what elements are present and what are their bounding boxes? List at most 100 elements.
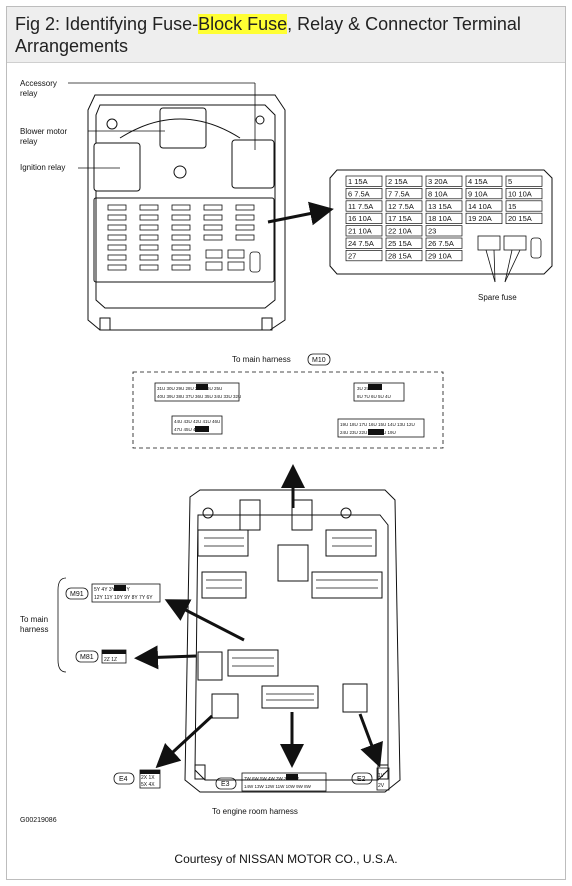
fuse-cell-label: 17 15A (388, 214, 412, 223)
fuse-cell (425, 212, 463, 224)
accessory-relay-label-2: relay (20, 89, 37, 98)
m10-b-row2: 8U 7U 6U 5U 4U (357, 394, 391, 399)
to-main-harness-top-label: To main harness (232, 355, 291, 364)
fuse-cell-label: 21 10A (348, 227, 372, 236)
fuse-cell-label: 14 10A (468, 202, 492, 211)
fuse-cell (505, 175, 543, 187)
fuse-block-lower (184, 489, 401, 793)
fuse-cell (425, 237, 463, 249)
accessory-relay (231, 139, 275, 189)
figure-header: Fig 2: Identifying Fuse-Block Fuse, Rela… (7, 7, 565, 63)
connector-panel-m10: 31U 30U 29U 28U 27U 26U 25U 40U 39U 38U … (132, 371, 444, 449)
fuse-cell-label: 22 10A (388, 227, 412, 236)
m91-row2: 12Y 11Y 10Y 9Y 8Y 7Y 6Y (94, 595, 153, 601)
fuse-cell-label: 8 10A (428, 189, 448, 198)
fuse-cell-label: 11 7.5A (348, 202, 373, 211)
to-main-harness-left-2: harness (20, 625, 48, 634)
m10-d-row2: 24U 23U 22U 21U 20U 19U (340, 430, 396, 435)
m81-pins: 2Z 1Z (104, 657, 117, 663)
blower-motor-relay-label-2: relay (20, 137, 37, 146)
fuse-cell (385, 188, 423, 200)
fuse-cell (385, 237, 423, 249)
fuse-cell (505, 188, 543, 200)
fuse-cell (385, 225, 423, 237)
arrow-to-e2 (358, 713, 383, 768)
m10-a-row1: 31U 30U 29U 28U 27U 26U 25U (157, 386, 222, 391)
figure-frame: Fig 2: Identifying Fuse-Block Fuse, Rela… (6, 6, 566, 880)
arrow-to-fuse-table (267, 201, 334, 226)
to-main-harness-left-1: To main (20, 615, 48, 624)
m10-d-row1: 19U 18U 17U 16U 15U 14U 13U 12U (340, 422, 415, 427)
e3-row2: 14W 13W 12W 11W 10W 9W 8W (244, 784, 312, 789)
arrow-to-m81 (134, 645, 197, 670)
fuse-cell (425, 200, 463, 212)
ignition-relay-label: Ignition relay (20, 163, 65, 172)
fuse-cell-label: 7 7.5A (388, 189, 410, 198)
fuse-cell (425, 225, 463, 237)
m10-a-row2: 40U 39U 38U 37U 36U 35U 34U 33U 32U (157, 394, 241, 399)
fuse-grid-upper (107, 204, 261, 273)
m81-label: M81 (80, 654, 94, 661)
e4-row2: 5X 4X (141, 782, 155, 788)
fuse-cell-label: 27 (348, 251, 356, 260)
fuse-cell-label: 4 15A (468, 177, 488, 186)
fuse-cell-label: 20 15A (508, 214, 532, 223)
fuse-cell-label: 3 20A (428, 177, 448, 186)
fuse-cell-label: 12 7.5A (388, 202, 414, 211)
accessory-relay-label-1: Accessory (20, 79, 57, 88)
fuse-cell (345, 200, 383, 212)
fuse-cell (425, 175, 463, 187)
fuse-cell (465, 200, 503, 212)
e2-label: E2 (357, 776, 366, 783)
fuse-cell-label: 19 20A (468, 214, 492, 223)
fuse-cell-label: 23 (428, 227, 436, 236)
fuse-cell (345, 250, 383, 262)
e4-label: E4 (119, 776, 128, 783)
fuse-cell-label: 2 15A (388, 177, 408, 186)
fuse-cell (465, 212, 503, 224)
arrow-to-m91 (164, 599, 245, 642)
fuse-cell (425, 188, 463, 200)
fuse-cell-label: 5 (508, 177, 512, 186)
fuse-cell-label: 6 7.5A (348, 189, 370, 198)
m10-b-row1: 3U 2U 1U (357, 386, 377, 391)
fuse-table: 1 15A 2 15A 3 20A 4 15A 5 6 7.5A 7 7.5A 8 10A 9 … (329, 169, 553, 302)
fuse-cell-label: 18 10A (428, 214, 452, 223)
fuse-cell-label: 13 15A (428, 202, 452, 211)
fuse-cell (345, 175, 383, 187)
fuse-block-upper (87, 94, 286, 331)
m10-c-row2: 47U 45U 43U (174, 427, 201, 432)
fuse-cell (385, 212, 423, 224)
fuse-cell-label: 16 10A (348, 214, 372, 223)
blower-motor-relay (159, 107, 207, 149)
to-engine-room-harness-label: To engine room harness (212, 807, 298, 816)
arrow-to-e4 (155, 714, 214, 769)
fuse-cell-label: 9 10A (468, 189, 488, 198)
fuse-cell (345, 188, 383, 200)
fuse-cell (385, 200, 423, 212)
fuse-cell (505, 212, 543, 224)
relay-leaders (68, 82, 256, 169)
title-prefix: Fig 2: Identifying Fuse- (15, 14, 199, 34)
fuse-cell-label: 29 10A (428, 251, 452, 260)
fuse-cell-label: 10 10A (508, 189, 532, 198)
fuse-cell (465, 188, 503, 200)
spare-fuse-label: Spare fuse (478, 293, 517, 302)
fuse-cell-label: 28 15A (388, 251, 412, 260)
fuse-cell (345, 225, 383, 237)
fuse-cell (465, 175, 503, 187)
fuse-cell (425, 250, 463, 262)
e3-label: E3 (221, 781, 230, 788)
fuse-cell-label: 25 15A (388, 239, 412, 248)
m91-row1: 5Y 4Y 3Y 2Y 1Y (94, 587, 130, 593)
fuse-cell-label: 1 15A (348, 177, 368, 186)
fuse-cell-label: 24 7.5A (348, 239, 374, 248)
m10-label: M10 (312, 357, 326, 364)
title-highlight: Block Fuse (198, 14, 288, 34)
figure-caption: Courtesy of NISSAN MOTOR CO., U.S.A. (174, 852, 398, 866)
fuse-cell (505, 200, 543, 212)
fuse-cell-label: 26 7.5A (428, 239, 454, 248)
e4-row1: 2X 1X (141, 775, 155, 781)
fuse-cell (385, 250, 423, 262)
